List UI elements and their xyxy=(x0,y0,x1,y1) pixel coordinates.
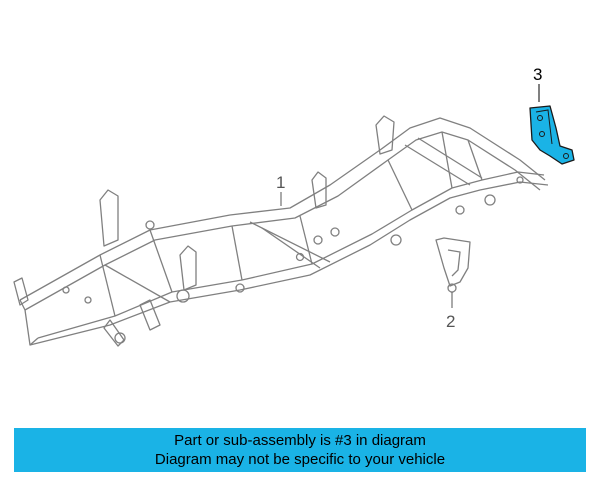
banner-line-2: Diagram may not be specific to your vehi… xyxy=(154,451,446,468)
info-banner: Part or sub-assembly is #3 in diagram Di… xyxy=(14,428,586,472)
callout-1-label: 1 xyxy=(276,173,285,192)
callout-3: 3 xyxy=(533,65,542,102)
callout-2: 2 xyxy=(446,292,455,331)
banner-line-1: Part or sub-assembly is #3 in diagram xyxy=(174,432,426,449)
vehicle-frame xyxy=(13,115,549,347)
bracket-part-2 xyxy=(435,237,471,293)
highlighted-part-3 xyxy=(529,105,575,165)
callout-3-label: 3 xyxy=(533,65,542,84)
parts-diagram: 1 2 3 xyxy=(13,65,575,347)
callout-1: 1 xyxy=(276,173,285,206)
callout-2-label: 2 xyxy=(446,312,455,331)
